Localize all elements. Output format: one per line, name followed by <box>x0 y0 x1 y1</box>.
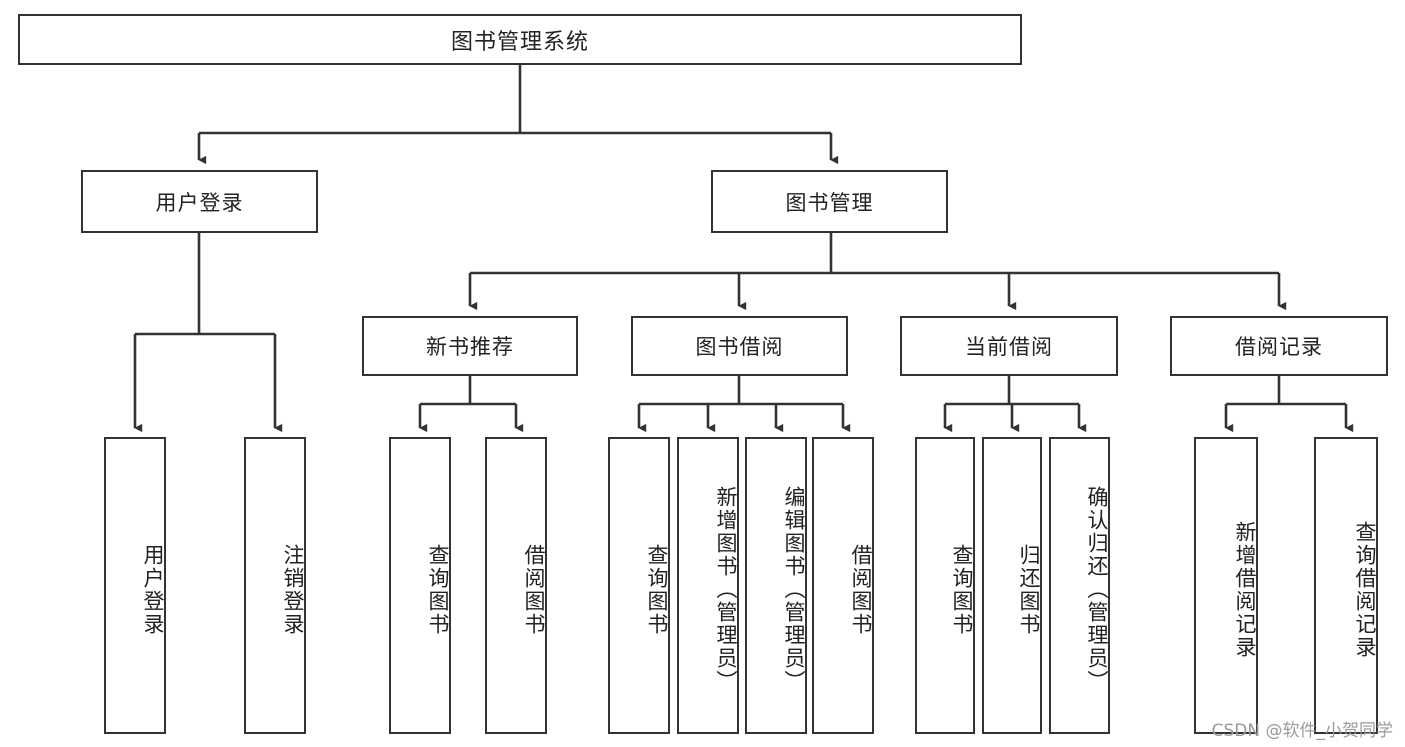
node-label: 查询图书 <box>426 543 450 636</box>
csdn-watermark: CSDN @软件_小贺同学 <box>1211 721 1393 741</box>
leaf-recommend-borrow-book[interactable]: 借阅图书 <box>485 437 547 734</box>
leaf-user-login-logout[interactable]: 注销登录 <box>244 437 306 734</box>
node-label: 新增借阅记录 <box>1233 520 1257 659</box>
node-label: 注销登录 <box>281 543 305 636</box>
node-label: 借阅记录 <box>1235 335 1323 359</box>
node-label: 借阅图书 <box>849 543 873 636</box>
leaf-borrow-borrow-book[interactable]: 借阅图书 <box>812 437 874 734</box>
leaf-recommend-query-book[interactable]: 查询图书 <box>389 437 451 734</box>
node-label: 查询借阅记录 <box>1353 520 1377 659</box>
leaf-borrow-edit-book-admin[interactable]: 编辑图书（管理员） <box>745 437 807 734</box>
node-label: 编辑图书（管理员） <box>782 486 806 693</box>
leaf-record-query-record[interactable]: 查询借阅记录 <box>1314 437 1378 734</box>
leaf-user-login-login[interactable]: 用户登录 <box>104 437 166 734</box>
node-label: 图书管理 <box>785 190 874 215</box>
node-label: 确认归还（管理员） <box>1085 486 1109 693</box>
leaf-current-query-book[interactable]: 查询图书 <box>915 437 975 734</box>
node-label: 用户登录 <box>141 543 165 636</box>
leaf-current-confirm-return-admin[interactable]: 确认归还（管理员） <box>1049 437 1110 734</box>
leaf-borrow-add-book-admin[interactable]: 新增图书（管理员） <box>677 437 739 734</box>
node-label: 用户登录 <box>155 190 244 215</box>
node-label: 图书管理系统 <box>450 29 589 55</box>
node-label: 新增图书（管理员） <box>714 486 738 693</box>
node-label: 查询图书 <box>950 543 974 636</box>
node-book-borrow[interactable]: 图书借阅 <box>631 316 848 376</box>
node-new-book-recommend[interactable]: 新书推荐 <box>362 316 578 376</box>
node-label: 借阅图书 <box>522 543 546 636</box>
leaf-borrow-query-book[interactable]: 查询图书 <box>608 437 670 734</box>
node-label: 当前借阅 <box>965 335 1053 359</box>
node-borrow-record[interactable]: 借阅记录 <box>1170 316 1388 376</box>
node-user-login[interactable]: 用户登录 <box>81 170 318 233</box>
node-current-borrow[interactable]: 当前借阅 <box>900 316 1118 376</box>
node-label: 新书推荐 <box>426 335 514 359</box>
node-label: 查询图书 <box>645 543 669 636</box>
node-root-system[interactable]: 图书管理系统 <box>18 14 1022 65</box>
node-label: 归还图书 <box>1017 543 1041 636</box>
node-book-management[interactable]: 图书管理 <box>711 170 948 233</box>
node-label: 图书借阅 <box>695 335 784 359</box>
leaf-current-return-book[interactable]: 归还图书 <box>982 437 1042 734</box>
leaf-record-add-record[interactable]: 新增借阅记录 <box>1194 437 1258 734</box>
